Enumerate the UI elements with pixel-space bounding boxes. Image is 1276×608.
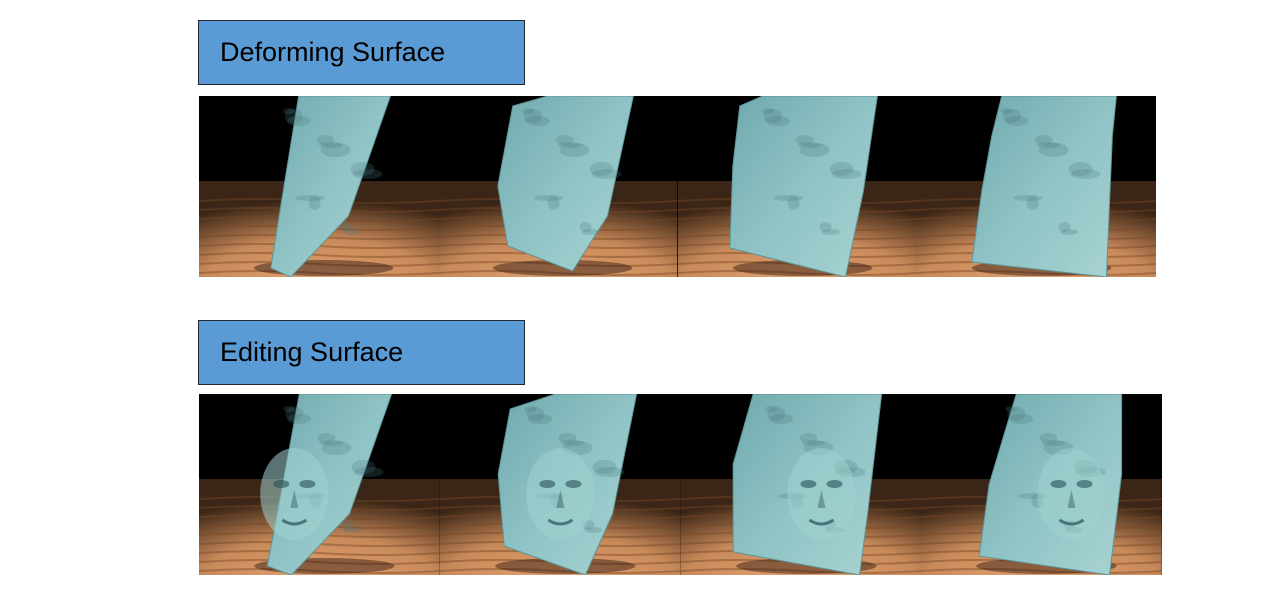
surface-sheet — [971, 96, 1117, 277]
section-label-editing: Editing Surface — [198, 320, 525, 385]
editing-frame-1 — [199, 394, 440, 575]
editing-surface-strip — [199, 394, 1162, 575]
deforming-frame-3 — [677, 96, 917, 277]
section-label-text: Editing Surface — [220, 337, 404, 367]
deforming-frame-4 — [916, 96, 1156, 277]
surface-sheet — [497, 96, 635, 272]
face-relief — [1037, 448, 1106, 540]
deforming-surface-strip — [199, 96, 1156, 277]
surface-sheet — [270, 96, 391, 277]
deforming-frame-1 — [199, 96, 439, 277]
editing-frame-4 — [921, 394, 1162, 575]
face-relief — [786, 448, 856, 540]
section-label-text: Deforming Surface — [220, 37, 446, 67]
face-relief — [526, 448, 595, 540]
face-relief — [260, 448, 329, 540]
deforming-frame-2 — [438, 96, 678, 277]
section-label-deforming: Deforming Surface — [198, 20, 525, 85]
editing-frame-2 — [439, 394, 681, 575]
editing-frame-3 — [680, 394, 922, 575]
surface-sheet — [728, 96, 878, 277]
